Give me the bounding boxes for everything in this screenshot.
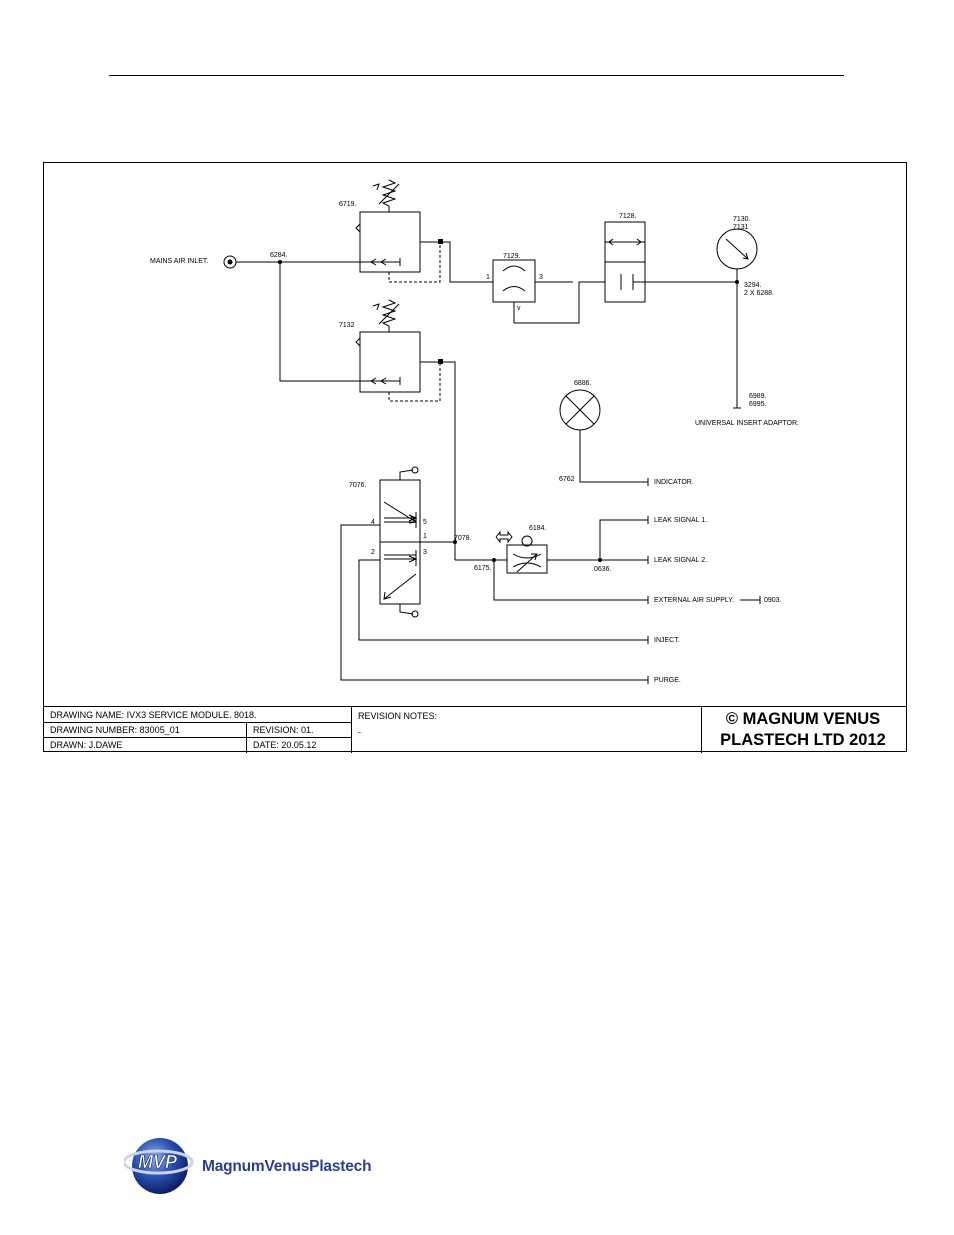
label-6719: 6719. — [339, 201, 357, 208]
mvp-logo-graphic: MVP — [124, 1138, 194, 1194]
purge-label: PURGE. — [654, 677, 681, 684]
shuttle-valve-7129 — [492, 259, 536, 323]
port-3: 3 — [539, 274, 543, 281]
flow-control-6184 — [494, 530, 548, 574]
drawn-by: DRAWN: J.DAWE — [50, 740, 123, 750]
revision: REVISION: 01. — [253, 725, 314, 735]
drawing-name: DRAWING NAME: IVX3 SERVICE MODULE. 8018. — [50, 710, 257, 720]
mains-air-inlet-label: MAINS AIR INLET. — [150, 258, 208, 265]
label-6284: 6284. — [270, 252, 288, 259]
label-0636: 0636. — [594, 566, 612, 573]
label-7130: 7130. — [733, 216, 751, 223]
indicator-label: INDICATOR. — [654, 479, 694, 486]
copyright-line-2: PLASTECH LTD 2012 — [720, 731, 886, 749]
header-rule — [109, 75, 844, 76]
leak-signal-1-label: LEAK SIGNAL 1. — [654, 517, 707, 524]
drawing-number: DRAWING NUMBER: 83005_01 — [50, 725, 180, 735]
copyright-notice: © MAGNUM VENUS PLASTECH LTD 2012 — [703, 709, 903, 751]
valve-port-4: 4 — [371, 519, 375, 526]
label-7128: 7128. — [619, 213, 637, 220]
label-7078: 7078. — [454, 535, 472, 542]
label-7132: 7132 — [339, 322, 355, 329]
junction-7078 — [453, 540, 457, 544]
port-1: 1 — [486, 274, 490, 281]
valve-port-2: 2 — [371, 549, 375, 556]
drawing-frame — [43, 162, 907, 752]
label-3294: 3294. — [744, 282, 762, 289]
valve-port-5: 5 — [423, 519, 427, 526]
title-block: DRAWING NAME: IVX3 SERVICE MODULE. 8018.… — [43, 706, 907, 753]
revision-notes-label: REVISION NOTES: — [358, 711, 438, 721]
label-7129: 7129. — [503, 253, 521, 260]
label-0903: 0903. — [764, 597, 782, 604]
pneumatic-schematic: MAINS AIR INLET. 6284. 6719. 7132 — [150, 179, 799, 684]
label-7076: 7076. — [349, 482, 367, 489]
label-6886: 6886. — [574, 380, 592, 387]
copyright-line-1: © MAGNUM VENUS — [725, 710, 881, 728]
label-6989: 6989. — [749, 393, 767, 400]
label-6288: 2 X 6288. — [744, 290, 774, 297]
external-air-supply-label: EXTERNAL AIR SUPPLY. — [654, 597, 734, 604]
inject-label: INJECT. — [654, 637, 680, 644]
valve-port-3: 3 — [423, 549, 427, 556]
logo-monogram: MVP — [138, 1152, 178, 1172]
valve-port-1: 1 — [423, 533, 427, 540]
label-7131: 7131 — [733, 224, 749, 231]
drawing-date: DATE: 20.05.12 — [253, 740, 317, 750]
indicator-lamp-6886 — [559, 389, 601, 431]
label-6184: 6184. — [529, 525, 547, 532]
regulator-6719 — [355, 179, 443, 283]
logo-wordmark: MagnumVenusPlastech — [202, 1158, 372, 1175]
revision-notes-value: - — [358, 727, 361, 737]
mains-air-inlet-symbol — [223, 255, 237, 269]
regulator-7132 — [355, 299, 443, 402]
directional-valve-7076 — [379, 466, 421, 618]
label-6995: 6995. — [749, 401, 767, 408]
label-6175: 6175. — [474, 565, 492, 572]
leak-signal-2-label: LEAK SIGNAL 2. — [654, 557, 707, 564]
universal-insert-adaptor-label: UNIVERSAL INSERT ADAPTOR. — [695, 420, 799, 427]
port-v: v — [517, 305, 521, 312]
valve-7128 — [604, 221, 646, 303]
label-6762: 6762 — [559, 476, 575, 483]
pressure-gauge-7130 — [716, 228, 758, 282]
